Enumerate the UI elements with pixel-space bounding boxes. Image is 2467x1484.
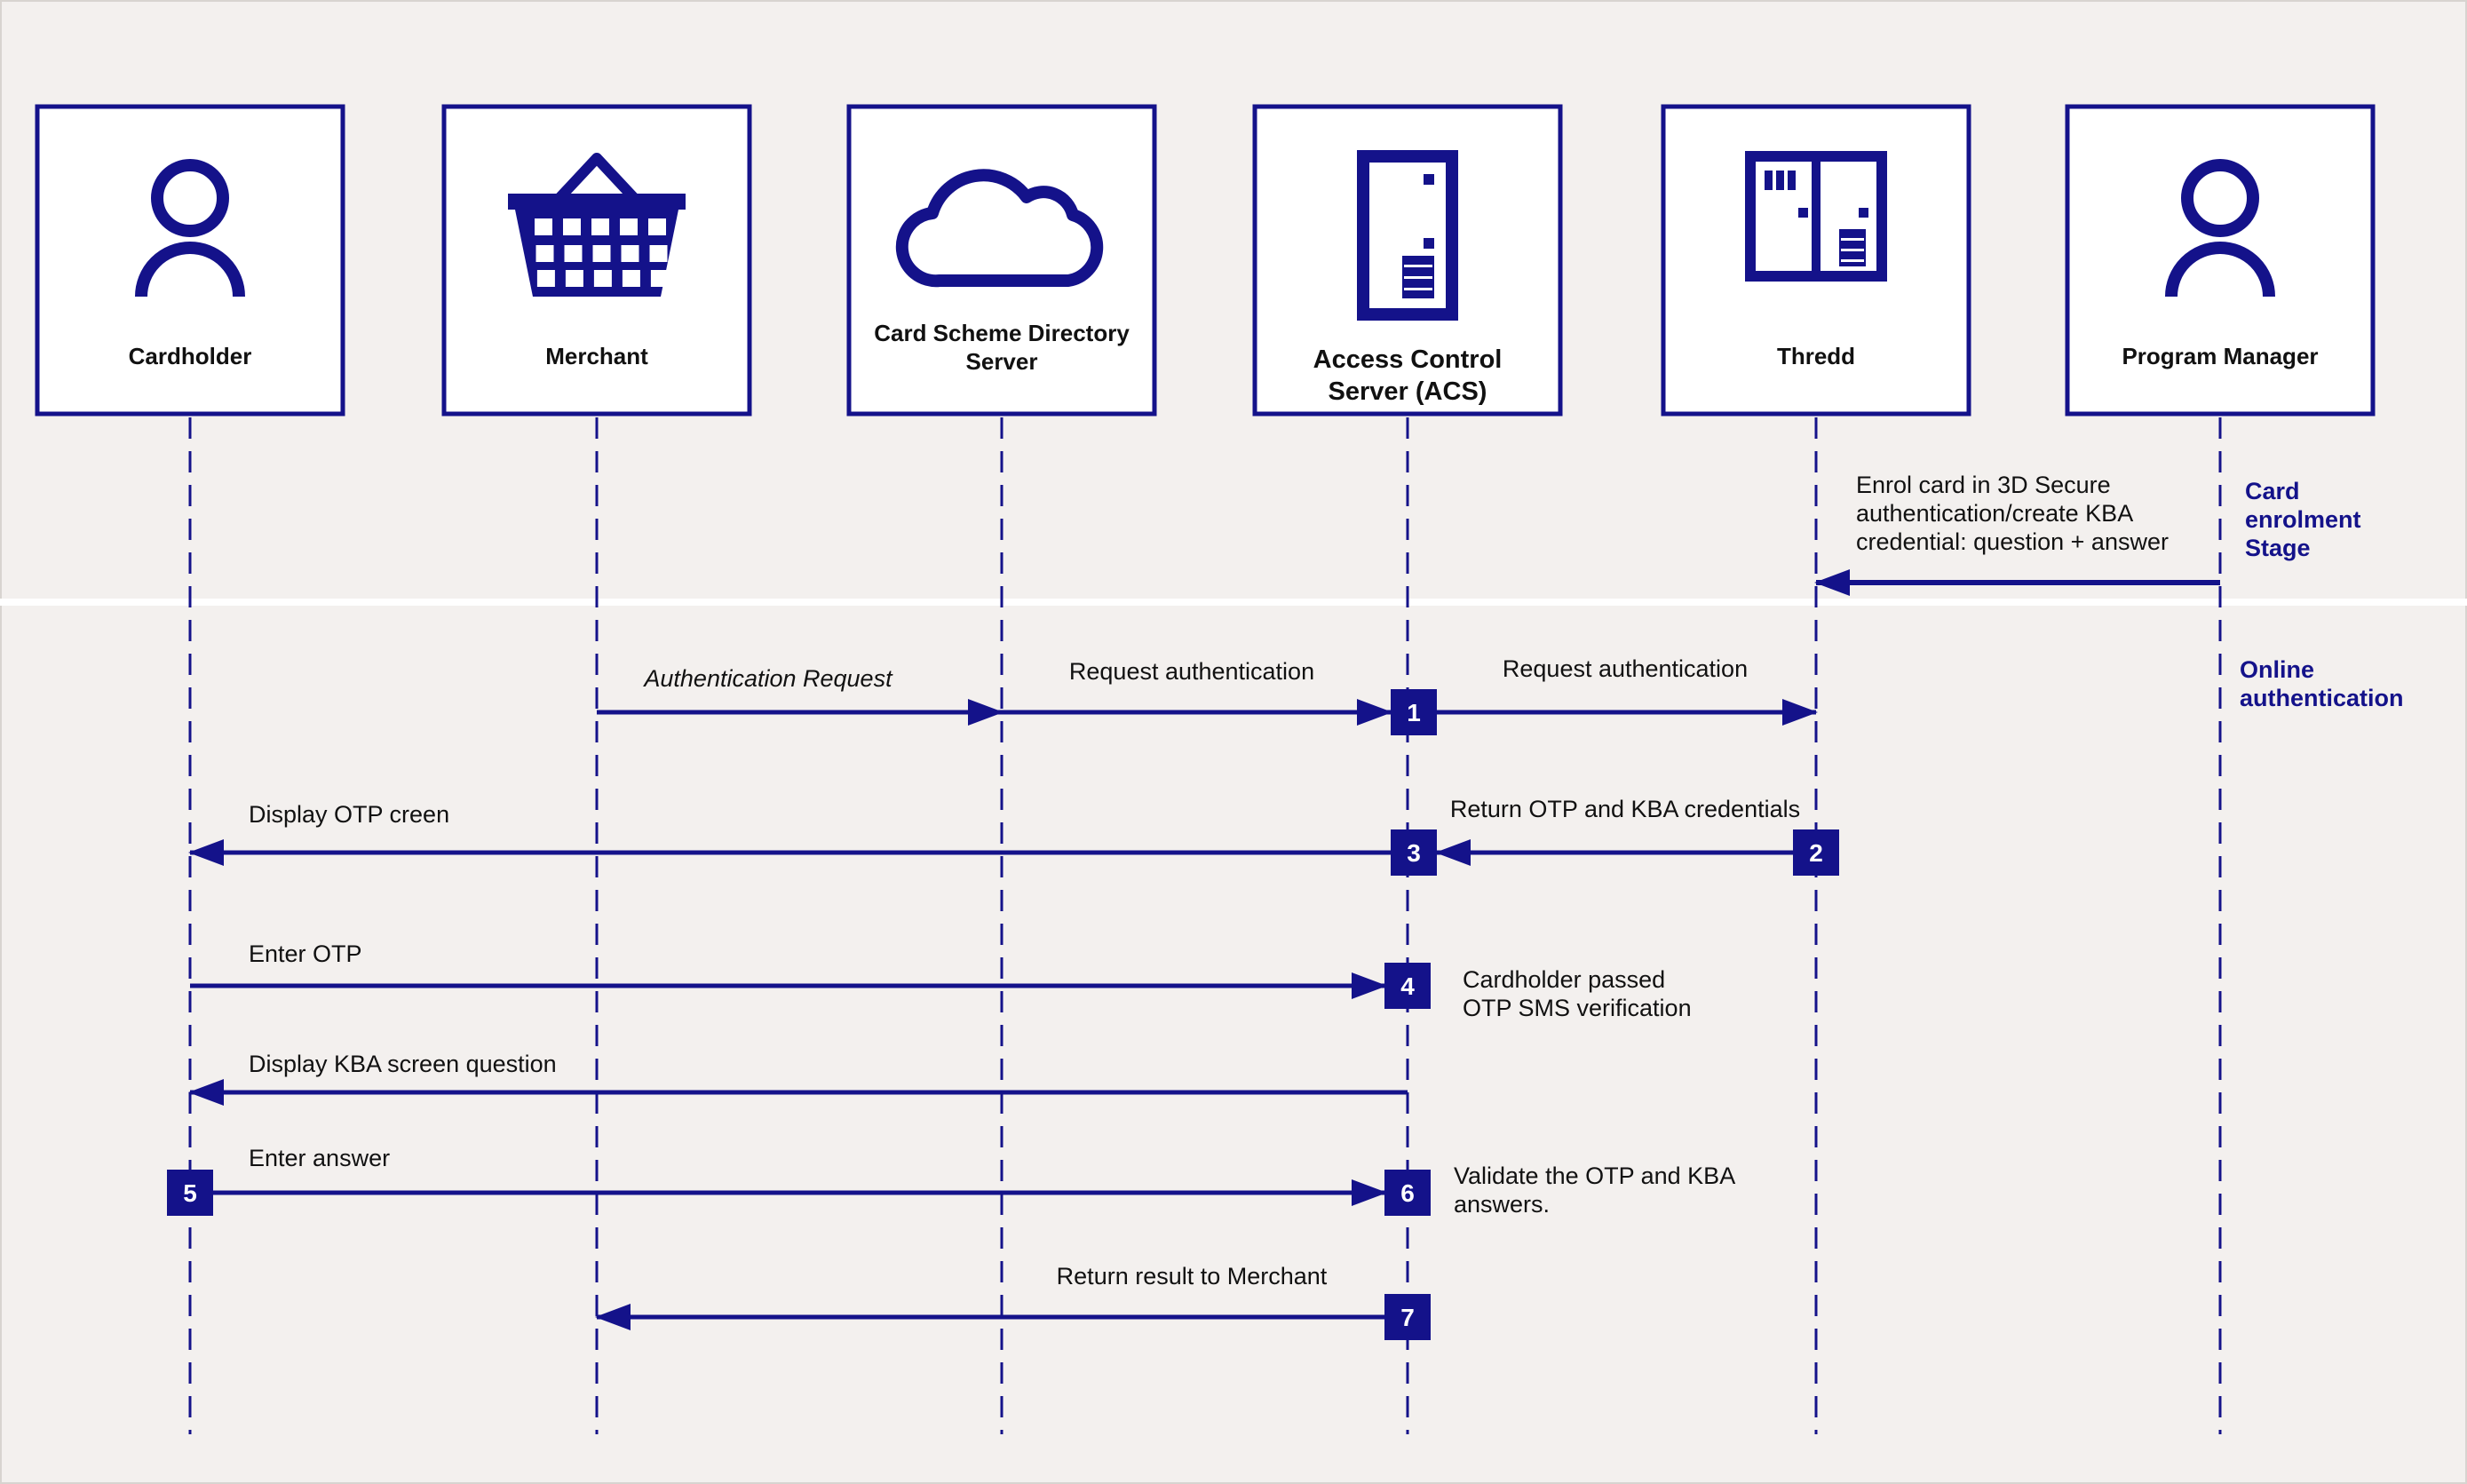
step-marker-number: 6 (1400, 1179, 1415, 1207)
message-label-line: Request authentication (1069, 658, 1314, 685)
message-label-line: Display OTP creen (249, 801, 449, 828)
step-marker-number: 2 (1809, 839, 1823, 867)
actor-label: Merchant (545, 343, 648, 369)
message-label: Enter answer (249, 1145, 390, 1171)
message-display-otp: Display OTP creen (188, 801, 1391, 866)
step-marker-box (1391, 829, 1437, 876)
actor-program_manager: Program Manager (2065, 104, 2376, 417)
stage-label-enrolment-line: Stage (2245, 535, 2311, 561)
message-label: Display OTP creen (249, 801, 449, 828)
step-marker-box (1384, 963, 1431, 1009)
actor-label-line: Server (966, 348, 1038, 375)
message-label-line: Authentication Request (642, 665, 893, 692)
message-label: Display KBA screen question (249, 1051, 557, 1077)
actor-merchant: Merchant (441, 104, 752, 417)
actor-cardholder: Cardholder (35, 104, 345, 417)
message-label-line: Return result to Merchant (1057, 1263, 1328, 1290)
actor-label-line: Cardholder (129, 343, 252, 369)
step-marker: 2 (1793, 829, 1839, 876)
stage-divider (0, 599, 2467, 606)
message-label-line: Return OTP and KBA credentials (1450, 796, 1800, 822)
actor-label-line: Merchant (545, 343, 648, 369)
actor-label-line: Program Manager (2122, 343, 2318, 369)
message-label: Return OTP and KBA credentials (1450, 796, 1800, 822)
step-marker: 7 (1384, 1294, 1431, 1340)
message-return-otp-kba: Return OTP and KBA credentials (1435, 796, 1800, 866)
step-marker-number: 4 (1400, 972, 1415, 1000)
step-marker-number: 7 (1400, 1304, 1415, 1331)
message-enter-answer: Enter answer (213, 1145, 1387, 1206)
message-label: Authentication Request (642, 665, 893, 692)
actor-label-line: Server (ACS) (1329, 377, 1487, 406)
step-marker-box (167, 1170, 213, 1216)
step-marker: 4 (1384, 963, 1431, 1009)
actor-box (2065, 104, 2376, 417)
actor-label-line: Thredd (1777, 343, 1855, 369)
message-label-line: Display KBA screen question (249, 1051, 557, 1077)
message-enter-otp: Enter OTP (190, 940, 1387, 999)
note-otp-passed-line: OTP SMS verification (1463, 995, 1692, 1021)
server-icon (1357, 150, 1458, 321)
message-display-kba: Display KBA screen question (188, 1051, 1408, 1106)
stage-label-enrolment-line: Card (2245, 478, 2300, 504)
step-marker: 6 (1384, 1170, 1431, 1216)
actor-thredd: Thredd (1661, 104, 1971, 417)
step-marker-number: 3 (1407, 839, 1421, 867)
message-label-line: Enter answer (249, 1145, 390, 1171)
step-marker-box (1391, 689, 1437, 735)
person-icon (2165, 159, 2275, 298)
message-auth-request: Authentication Request (597, 665, 1003, 726)
actor-label-line: Access Control (1313, 345, 1503, 374)
message-return-result: Return result to Merchant (595, 1263, 1385, 1330)
message-label-line: Enrol card in 3D Secure (1856, 472, 2111, 498)
actor-box (35, 104, 345, 417)
message-request-auth-1: Request authentication (1002, 658, 1392, 726)
step-marker: 3 (1391, 829, 1437, 876)
message-label: Return result to Merchant (1057, 1263, 1328, 1290)
message-request-auth-2: Request authentication (1437, 655, 1818, 726)
basket-icon (508, 153, 686, 297)
stage-label-online-line: Online (2240, 656, 2314, 683)
step-marker-box (1384, 1170, 1431, 1216)
actor-label-line: Card Scheme Directory (874, 320, 1130, 346)
message-label-line: credential: question + answer (1856, 528, 2169, 555)
note-validate-line: Validate the OTP and KBA (1454, 1163, 1735, 1189)
actor-label: Cardholder (129, 343, 252, 369)
server-rack-icon (1745, 151, 1887, 282)
step-marker-box (1793, 829, 1839, 876)
step-marker-box (1384, 1294, 1431, 1340)
message-label-line: Enter OTP (249, 940, 362, 967)
step-marker: 1 (1391, 689, 1437, 735)
step-marker: 5 (167, 1170, 213, 1216)
message-label: Enter OTP (249, 940, 362, 967)
note-validate-line: answers. (1454, 1191, 1550, 1218)
person-icon (135, 159, 245, 298)
step-marker-number: 5 (183, 1179, 197, 1207)
message-label: Request authentication (1503, 655, 1748, 682)
stage-label-online-line: authentication (2240, 685, 2404, 711)
message-label-line: authentication/create KBA (1856, 500, 2133, 527)
message-label-line: Request authentication (1503, 655, 1748, 682)
note-otp-passed-line: Cardholder passed (1463, 966, 1665, 993)
cloud-icon (895, 169, 1104, 288)
message-label: Request authentication (1069, 658, 1314, 685)
actor-label: Program Manager (2122, 343, 2318, 369)
actor-label: Thredd (1777, 343, 1855, 369)
stage-label-enrolment-line: enrolment (2245, 506, 2361, 533)
step-marker-number: 1 (1407, 699, 1421, 726)
